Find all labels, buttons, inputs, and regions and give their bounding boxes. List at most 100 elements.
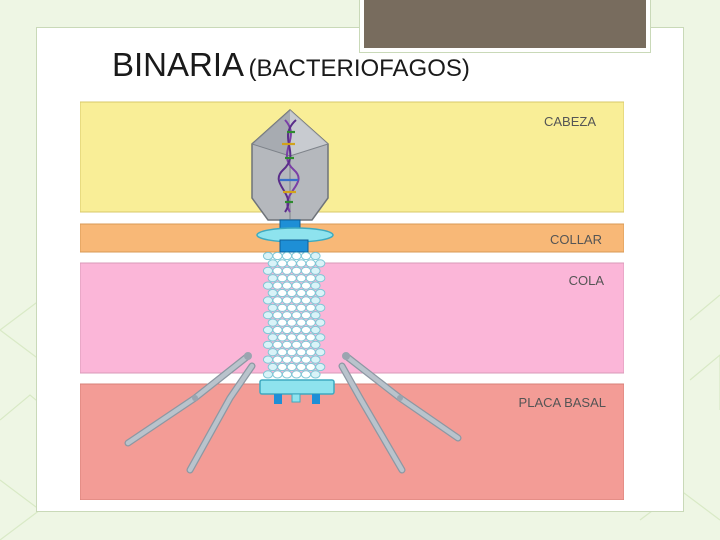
sheath-bead xyxy=(315,333,326,342)
sheath-bead xyxy=(267,288,278,298)
sheath-bead xyxy=(296,274,307,283)
sheath-bead xyxy=(272,370,283,379)
sheath-bead xyxy=(286,274,297,283)
tail-label: COLA xyxy=(569,273,605,288)
sheath-bead xyxy=(296,288,307,298)
head-band xyxy=(80,101,624,213)
sheath-bead xyxy=(262,251,274,261)
sheath-bead xyxy=(305,274,316,283)
sheath-bead xyxy=(315,318,326,327)
sheath-bead xyxy=(267,348,278,357)
sheath-bead xyxy=(310,340,321,349)
sheath-bead xyxy=(262,311,274,320)
sheath-bead xyxy=(291,266,302,275)
sheath-bead xyxy=(281,281,293,290)
sheath-bead xyxy=(300,340,312,349)
sheath-bead xyxy=(305,362,316,372)
sheath-bead xyxy=(310,355,321,364)
sheath-bead xyxy=(286,318,297,327)
sheath-bead xyxy=(296,259,307,268)
sheath-bead xyxy=(291,355,302,364)
tail-sheath xyxy=(262,251,326,379)
title-sub: (BACTERIOFAGOS) xyxy=(248,55,470,82)
sheath-bead xyxy=(296,348,307,357)
sheath-bead xyxy=(262,340,274,349)
sheath-bead xyxy=(267,274,278,283)
sheath-bead xyxy=(310,251,321,261)
sheath-bead xyxy=(286,348,297,357)
sheath-bead xyxy=(315,362,326,372)
sheath-bead xyxy=(315,274,326,283)
collar-label: COLLAR xyxy=(550,232,602,247)
sheath-bead xyxy=(272,266,283,275)
sheath-bead xyxy=(291,325,302,335)
sheath-bead xyxy=(310,311,321,320)
base-plate-label: PLACA BASAL xyxy=(519,395,606,410)
sheath-bead xyxy=(296,303,307,312)
sheath-bead xyxy=(272,251,283,261)
sheath-bead xyxy=(315,303,326,312)
sheath-bead xyxy=(310,370,321,379)
sheath-bead xyxy=(277,274,288,283)
sheath-bead xyxy=(272,296,283,305)
sheath-bead xyxy=(277,259,288,268)
sheath-bead xyxy=(281,266,293,275)
sheath-bead xyxy=(272,355,283,364)
sheath-bead xyxy=(310,296,321,305)
sheath-bead xyxy=(281,311,293,320)
sheath-bead xyxy=(286,362,297,372)
sheath-bead xyxy=(291,296,302,305)
sheath-bead xyxy=(300,296,312,305)
sheath-bead xyxy=(281,296,293,305)
sheath-bead xyxy=(305,288,316,298)
sheath-bead xyxy=(267,333,278,342)
sheath-bead xyxy=(267,303,278,312)
sheath-bead xyxy=(262,266,274,275)
sheath-bead xyxy=(310,281,321,290)
tail-band xyxy=(80,262,624,374)
bacteriophage-diagram: CABEZA COLLAR COLA PLACA BASAL xyxy=(80,101,624,500)
sheath-bead xyxy=(277,288,288,298)
sheath-bead xyxy=(272,311,283,320)
sheath-bead xyxy=(262,281,274,290)
sheath-bead xyxy=(281,251,293,261)
sheath-bead xyxy=(262,355,274,364)
sheath-bead xyxy=(262,370,274,379)
sheath-bead xyxy=(291,281,302,290)
sheath-bead xyxy=(281,340,293,349)
neck-lower xyxy=(279,239,309,253)
sheath-bead xyxy=(286,259,297,268)
sheath-bead xyxy=(305,333,316,342)
sheath-bead xyxy=(267,318,278,327)
sheath-bead xyxy=(277,362,288,372)
sheath-bead xyxy=(305,318,316,327)
sheath-bead xyxy=(315,348,326,357)
sheath-bead xyxy=(300,281,312,290)
sheath-bead xyxy=(291,311,302,320)
sheath-bead xyxy=(291,340,302,349)
sheath-bead xyxy=(305,259,316,268)
sheath-bead xyxy=(286,333,297,342)
sheath-bead xyxy=(272,340,283,349)
sheath-bead xyxy=(300,355,312,364)
sheath-bead xyxy=(277,318,288,327)
sheath-bead xyxy=(262,325,274,335)
sheath-bead xyxy=(267,362,278,372)
slide-title: BINARIA (BACTERIOFAGOS) xyxy=(112,48,470,81)
tail-fibers xyxy=(124,352,462,474)
sheath-bead xyxy=(296,362,307,372)
sheath-bead xyxy=(315,259,326,268)
head-label: CABEZA xyxy=(544,114,596,129)
sheath-bead xyxy=(291,251,302,261)
sheath-bead xyxy=(315,288,326,298)
sheath-bead xyxy=(296,333,307,342)
sheath-bead xyxy=(300,311,312,320)
sheath-bead xyxy=(267,259,278,268)
title-main: BINARIA xyxy=(112,46,245,83)
sheath-bead xyxy=(300,251,312,261)
sheath-bead xyxy=(300,325,312,335)
sheath-bead xyxy=(296,318,307,327)
sheath-bead xyxy=(300,266,312,275)
sheath-bead xyxy=(277,303,288,312)
sheath-bead xyxy=(310,325,321,335)
